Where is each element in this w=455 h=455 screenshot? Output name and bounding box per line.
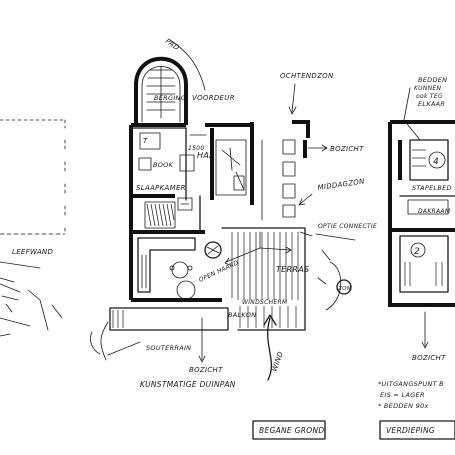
left-partial-sketch: LEEFWAND — [0, 119, 66, 337]
souterrain-label: SOUTERRAIN — [146, 344, 191, 352]
dakraam-label: DAKRAAM — [418, 208, 451, 215]
note-line-1: *UITGANGSPUNT B — [378, 380, 444, 388]
terras-label: TERRAS — [276, 265, 309, 274]
slaapkamer-label: SLAAPKAMER — [136, 184, 186, 192]
bedden-label-3: ook TEG — [416, 93, 443, 100]
bedden-label-2: KUNNEN — [414, 85, 441, 92]
bozicht-right-label: BOZICHT — [412, 354, 446, 362]
upper-floor-plan: BEDDEN KUNNEN ook TEG ELKAAR 4 STAPELBED… — [378, 76, 455, 440]
wind-arrow — [263, 314, 277, 381]
optie-connectie-label: OPTIE CONNECTIE — [318, 223, 377, 230]
chairs-east — [261, 139, 296, 221]
north-east-window — [292, 120, 310, 138]
kunstmatige-label: KUNSTMATIGE DUINPAN — [140, 380, 236, 389]
tower-stair — [146, 65, 176, 119]
ground-floor-plan: PAD BERGING VOORDEUR OCHTENDZON T 1500 — [90, 37, 377, 440]
svg-text:T: T — [143, 137, 148, 145]
leefwand-label: LEEFWAND — [12, 248, 53, 256]
middagzon-label: MIDDAGZON — [317, 177, 365, 192]
verdieping-label: VERDIEPING — [386, 426, 435, 435]
windscherm-label: WINDSCHERM — [242, 299, 288, 306]
room-4-label: 4 — [433, 157, 439, 167]
verdieping-box — [379, 420, 455, 440]
book-label: BOOK — [153, 161, 174, 169]
bedden-label-1: BEDDEN — [418, 76, 447, 84]
open-haard-label: OPEN HAARD — [198, 259, 240, 284]
tower-wall — [134, 56, 188, 125]
open-haard-circle — [204, 241, 222, 259]
balkon-label: BALKON — [228, 311, 256, 319]
zon-circle — [336, 279, 352, 295]
begane-grond-label: BEGANE GROND — [259, 426, 324, 435]
note-line-3: * BEDDEN 90x — [378, 402, 429, 410]
pad-label: PAD — [164, 37, 181, 52]
upper-outer-wall — [388, 122, 455, 307]
stapelbed-label: STAPELBED — [412, 184, 452, 192]
sofa — [137, 237, 196, 293]
hal-label: HAL — [197, 151, 214, 160]
berging-label: BERGING — [154, 94, 186, 102]
voordeur-label: VOORDEUR — [192, 94, 235, 102]
terras-hatch — [231, 232, 299, 328]
note-line-2: EIS = LAGER — [380, 391, 425, 399]
bedden-label-4: ELKAAR — [418, 100, 445, 108]
bozicht-bottom-label: BOZICHT — [189, 366, 223, 374]
zon-label: ZON — [337, 286, 351, 292]
bed-hatch — [144, 201, 176, 229]
begane-grond-box — [252, 420, 326, 440]
bozicht-top-label: BOZICHT — [330, 145, 364, 153]
hal-dimension: 1500 — [188, 145, 204, 152]
wind-label: WIND — [270, 350, 285, 373]
room-2-label: 2 — [414, 247, 420, 257]
ochtendzon-label: OCHTENDZON — [280, 72, 334, 80]
